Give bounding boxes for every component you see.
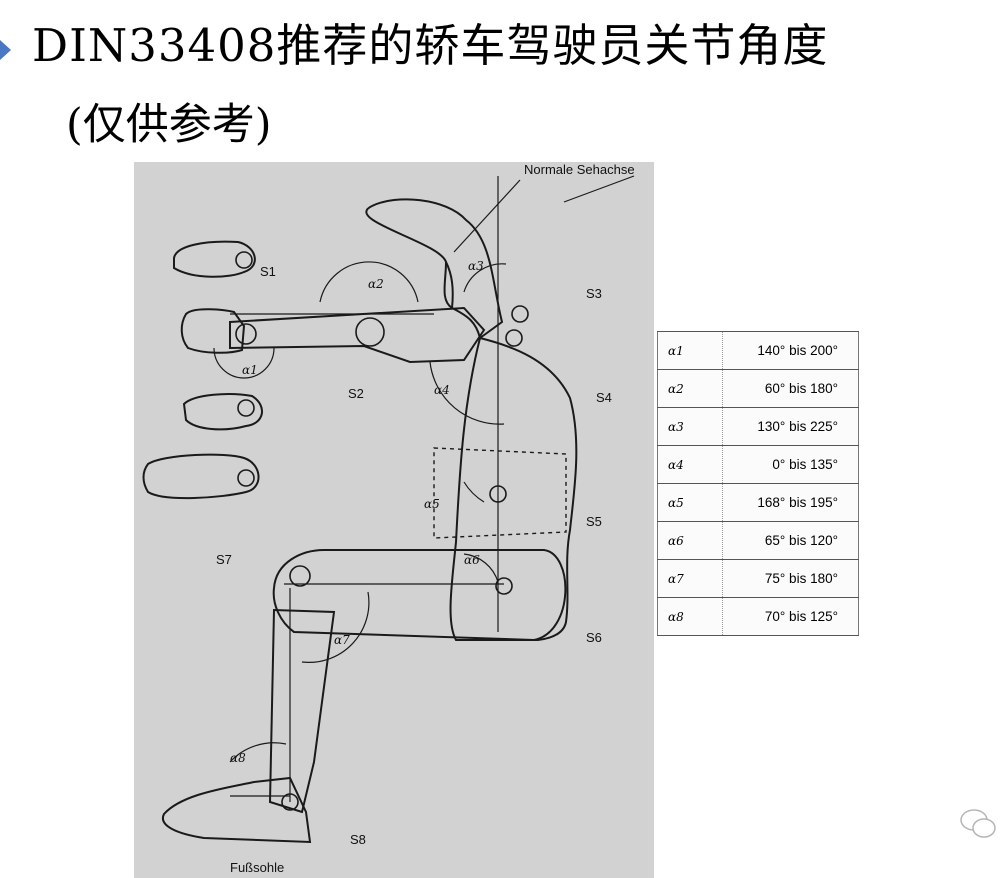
bullet-icon <box>0 40 11 60</box>
slide-title: DIN33408推荐的轿车驾驶员关节角度 <box>32 19 829 72</box>
angle-range: 60° bis 180° <box>722 369 859 408</box>
angle-mark-a8: α8 <box>230 751 246 765</box>
angle-range: 0° bis 135° <box>722 445 859 484</box>
angle-mark-a7: α7 <box>334 633 350 647</box>
angle-range: 168° bis 195° <box>722 483 859 522</box>
angle-symbol: α1 <box>657 331 723 370</box>
angle-mark-a3: α3 <box>468 259 484 273</box>
thigh-outline <box>272 549 567 642</box>
hand-flat <box>142 453 260 500</box>
hand-grip-2 <box>182 393 263 431</box>
angle-range: 130° bis 225° <box>722 407 859 446</box>
angle-symbol: α8 <box>657 597 723 636</box>
joint-label-s3: S3 <box>586 286 602 301</box>
angle-range: 75° bis 180° <box>722 559 859 598</box>
joint-label-s4: S4 <box>596 390 612 405</box>
angle-symbol: α6 <box>657 521 723 560</box>
angle-mark-a1: α1 <box>242 363 258 377</box>
angle-range: 140° bis 200° <box>722 331 859 370</box>
lower-leg-outline <box>268 608 336 814</box>
joint-label-s8: S8 <box>350 832 366 847</box>
angle-range: 65° bis 120° <box>722 521 859 560</box>
torso-outline <box>449 336 578 641</box>
angle-mark-a4: α4 <box>434 383 450 397</box>
angle-symbol: α3 <box>657 407 723 446</box>
hand-grip-1 <box>173 240 256 278</box>
angle-symbol: α7 <box>657 559 723 598</box>
axis-label: Normale Sehachse <box>524 162 635 177</box>
angle-range: 70° bis 125° <box>722 597 859 636</box>
angle-mark-a6: α6 <box>464 553 480 567</box>
angle-mark-a5: α5 <box>424 497 440 511</box>
angle-symbol: α2 <box>657 369 723 408</box>
fist-outline <box>180 308 246 354</box>
joint-label-s7: S7 <box>216 552 232 567</box>
angle-mark-a2: α2 <box>368 277 384 291</box>
angle-symbol: α4 <box>657 445 723 484</box>
angle-symbol: α5 <box>657 483 723 522</box>
slide-subtitle: (仅供参考) <box>66 100 272 150</box>
joint-label-s5: S5 <box>586 514 602 529</box>
joint-label-s1: S1 <box>260 264 276 279</box>
wechat-watermark-icon <box>960 809 996 838</box>
sole-label: Fußsohle <box>230 860 284 875</box>
arm-outline <box>229 306 486 364</box>
driver-posture-diagram: Normale Sehachse Fußsohle S1 S2 S3 S4 S5… <box>134 162 654 878</box>
joint-label-s2: S2 <box>348 386 364 401</box>
joint-label-s6: S6 <box>586 630 602 645</box>
